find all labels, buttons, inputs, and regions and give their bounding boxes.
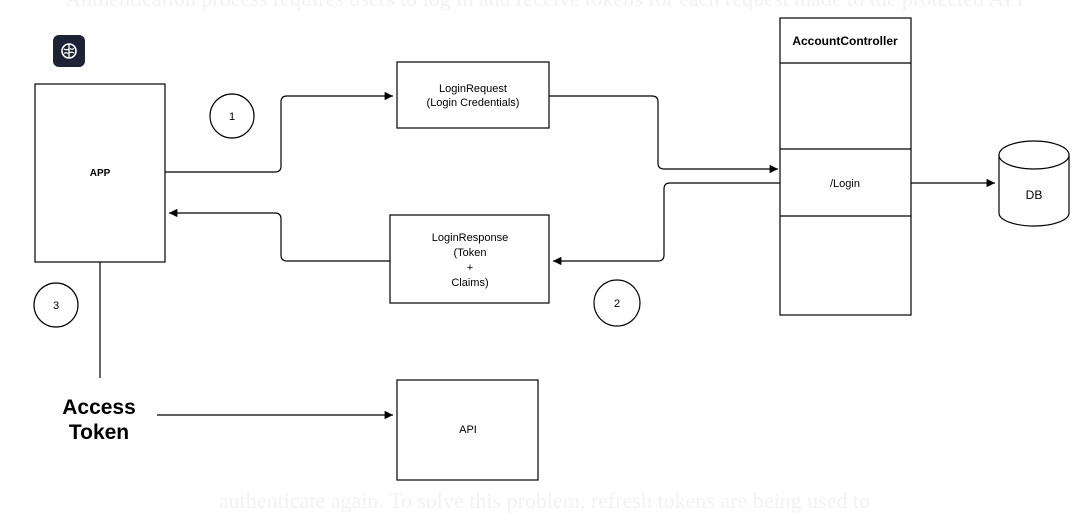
api-node[interactable]: API	[396, 379, 539, 481]
step-2-label: 2	[614, 298, 620, 310]
diagram-svg: APP LoginRequest (Login Credentials) Log…	[33, 17, 1070, 481]
app-label: APP	[90, 168, 111, 179]
account-controller-title: AccountController	[792, 34, 898, 48]
login-request-subtitle: (Login Credentials)	[427, 97, 520, 109]
step-3-badge: 3	[33, 282, 79, 328]
access-token-line2: Token	[69, 421, 129, 444]
arrow-login-response-to-app	[169, 208, 390, 262]
login-request-node[interactable]: LoginRequest (Login Credentials)	[396, 61, 550, 129]
access-token-label: Access Token	[62, 396, 136, 444]
brain-glyph	[61, 43, 77, 59]
login-request-title: LoginRequest	[439, 83, 507, 95]
login-response-claims: Claims)	[451, 277, 488, 289]
login-response-plus: +	[467, 262, 473, 274]
login-response-token: (Token	[453, 247, 486, 259]
api-label: API	[459, 424, 477, 436]
app-node[interactable]: APP	[34, 83, 166, 263]
background-text-top: Authentication process requires users to…	[0, 0, 1089, 12]
step-1-label: 1	[229, 111, 235, 123]
arrow-login-request-to-controller	[549, 95, 778, 174]
brain-icon[interactable]	[53, 35, 85, 67]
login-endpoint-label: /Login	[830, 178, 860, 190]
db-label: DB	[1026, 188, 1043, 202]
arrow-app-to-login-request	[165, 91, 393, 173]
access-token-line1: Access	[62, 396, 136, 419]
db-node[interactable]: DB	[998, 140, 1070, 227]
step-3-label: 3	[53, 300, 59, 312]
login-response-title: LoginResponse	[432, 232, 508, 244]
step-1-badge: 1	[209, 93, 255, 139]
step-2-badge: 2	[593, 279, 641, 327]
account-controller-node[interactable]: AccountController /Login	[779, 17, 912, 316]
arrow-controller-to-login-response	[553, 182, 780, 266]
login-response-node[interactable]: LoginResponse (Token + Claims)	[389, 214, 550, 304]
